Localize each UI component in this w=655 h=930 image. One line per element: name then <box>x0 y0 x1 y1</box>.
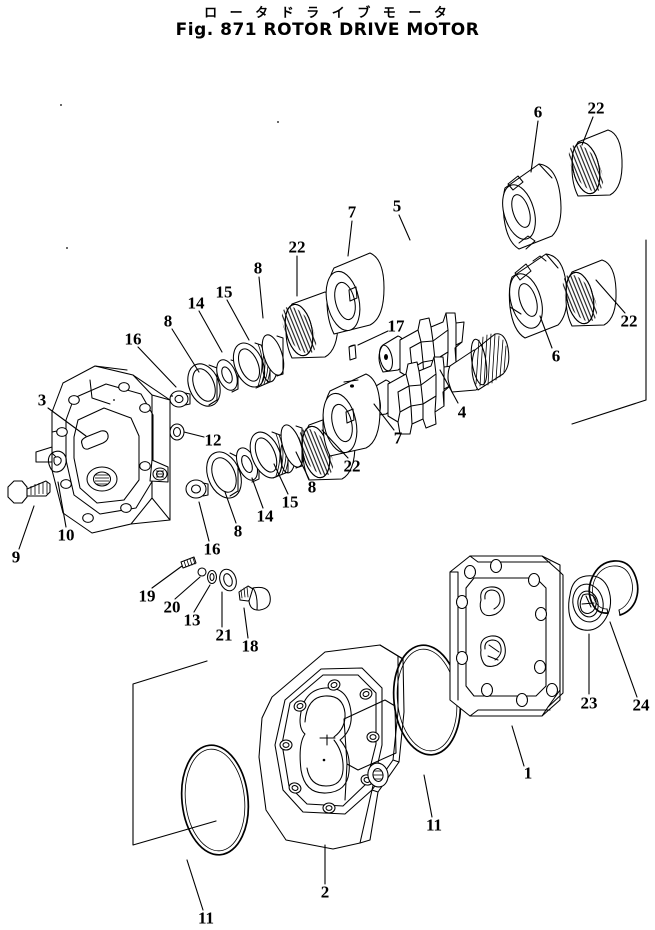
snap-ring <box>588 560 639 616</box>
callout-seal-washer-plug: 21 <box>215 625 233 645</box>
oil-seal-rear <box>568 575 612 631</box>
callout-spring-pin: 19 <box>138 586 156 606</box>
scan-specks <box>60 104 279 401</box>
seal-washer-upper-2 <box>261 334 285 377</box>
callout-oil-seal: 15 <box>215 282 233 302</box>
needle-bearing-mid-right <box>560 259 617 328</box>
callout-drive-gear-shaft: 4 <box>457 402 467 422</box>
bearing-carrier-upper <box>502 163 562 250</box>
front-housing-flange <box>35 365 171 534</box>
callout-needle-bearing: 22 <box>288 237 306 257</box>
bracket-left <box>132 660 217 846</box>
title-english: Fig. 871 ROTOR DRIVE MOTOR <box>175 20 480 40</box>
callout-needle-bearing: 22 <box>587 98 605 118</box>
callout-dowel-bushing: 16 <box>124 329 142 349</box>
callout-o-ring-plug: 13 <box>183 610 201 630</box>
lock-washer <box>47 450 67 473</box>
callout-seal-washer: 8 <box>233 521 243 541</box>
callout-seal-washer: 8 <box>253 258 263 278</box>
bearing-carrier-lower <box>508 253 568 339</box>
callout-needle-bearing: 22 <box>343 456 361 476</box>
callout-needle-bearing: 22 <box>620 311 638 331</box>
dowel-bushing-upper <box>169 390 191 408</box>
dowel-pin <box>348 344 357 361</box>
callout-o-ring-small: 12 <box>204 430 222 450</box>
callout-drain-plug: 18 <box>241 636 259 656</box>
rear-cover-plate <box>449 555 564 717</box>
drive-gear-shaft <box>366 333 510 435</box>
callout-driven-gear: 5 <box>392 196 402 216</box>
callout-o-ring-rear: 11 <box>425 815 443 835</box>
steel-ball <box>197 567 207 577</box>
leader-lines <box>18 116 638 911</box>
cap-screw <box>7 480 51 504</box>
callout-front-housing-flange: 3 <box>37 390 47 410</box>
callout-o-ring-front: 11 <box>197 908 215 928</box>
callout-bearing-sleeve-lower: 7 <box>393 428 403 448</box>
callout-bearing-sleeve-upper: 7 <box>347 202 357 222</box>
needle-bearing-upper-right <box>566 129 623 198</box>
callout-rear-cover-plate: 1 <box>523 763 533 783</box>
callout-oil-seal: 15 <box>281 492 299 512</box>
motor-housing <box>258 644 405 850</box>
needle-bearing-upper-left <box>280 291 339 360</box>
callout-snap-ring: 24 <box>632 695 650 715</box>
bracket-right <box>571 239 647 425</box>
callout-dowel-pin: 17 <box>387 316 405 336</box>
callout-backup-ring: 14 <box>256 506 274 526</box>
o-ring-plug <box>206 569 218 585</box>
title-japanese: ロ ー タ ド ラ イ ブ モ ー タ <box>204 6 451 21</box>
callout-bearing-carrier-lower: 6 <box>551 346 561 366</box>
callout-oil-seal-rear: 23 <box>580 693 598 713</box>
o-ring-front <box>180 744 250 856</box>
callout-dowel-bushing: 16 <box>203 539 221 559</box>
callout-lock-washer: 10 <box>57 525 75 545</box>
callout-seal-washer: 8 <box>307 477 317 497</box>
spring-pin <box>180 556 197 569</box>
callout-bearing-carrier-upper: 6 <box>533 102 543 122</box>
bearing-sleeve-upper <box>325 252 385 335</box>
callout-motor-housing: 2 <box>320 882 330 902</box>
callout-seal-washer: 8 <box>163 311 173 331</box>
callout-cap-screw: 9 <box>11 547 21 567</box>
callout-backup-ring: 14 <box>187 293 205 313</box>
drain-plug <box>238 585 271 611</box>
bearing-sleeve-lower <box>322 373 381 457</box>
seal-washer-plug <box>219 568 237 592</box>
dowel-bushing-lower <box>185 479 209 499</box>
o-ring-small <box>169 423 185 441</box>
callout-steel-ball: 20 <box>163 597 181 617</box>
